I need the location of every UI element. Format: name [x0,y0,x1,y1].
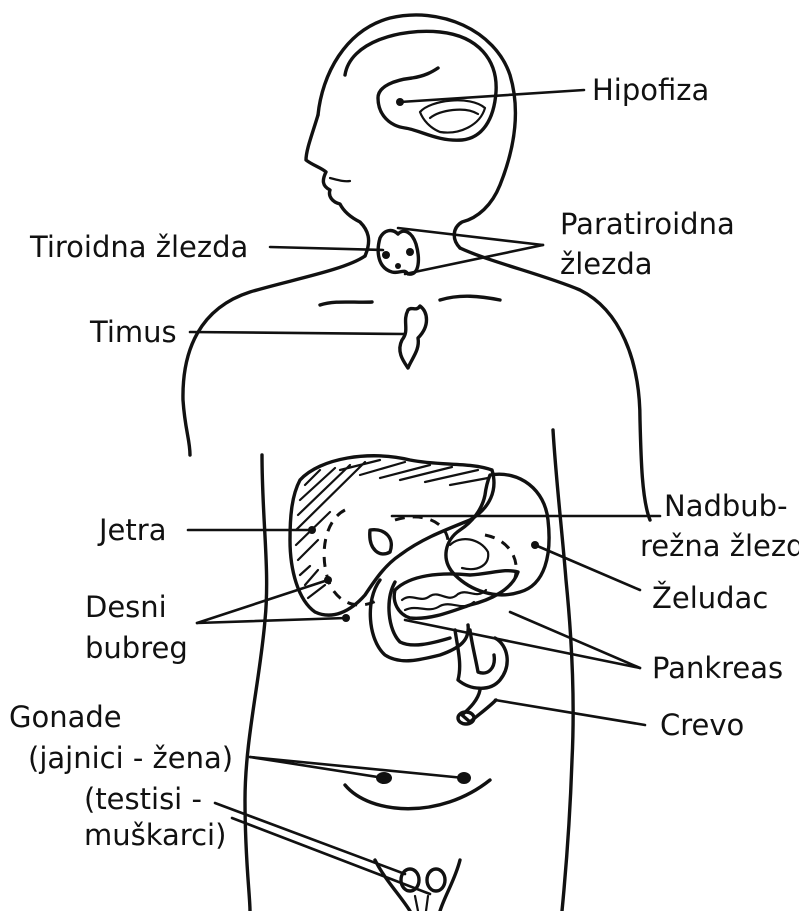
label-desni-bubreg-line2: bubreg [85,631,188,665]
thyroid-gland [378,231,418,275]
leader-tiroidna [270,247,383,250]
label-crevo: Crevo [660,708,744,742]
leader-desni-bubreg-b [197,618,346,623]
brain [345,31,496,140]
label-jetra: Jetra [97,513,166,547]
leader-desni-bubreg-a [197,580,328,623]
thymus [400,306,427,368]
label-gonade-line2: (jajnici - žena) [28,741,233,775]
leader-zeludac [535,545,640,590]
label-zeludac: Želudac [652,581,768,615]
label-desni-bubreg-line1: Desni [85,590,167,624]
leader-timus [190,332,405,334]
label-pankreas: Pankreas [652,651,783,685]
label-gonade-line1: Gonade [9,700,122,734]
leader-testisi-b [232,818,430,894]
leader-pankreas-a [510,612,640,668]
leader-pankreas-b [405,620,640,668]
label-gonade-line3: (testisi - [84,782,202,816]
leader-paratiroidna-a [398,228,543,245]
label-paratiroidna-line1: Paratiroidna [560,207,735,241]
leader-crevo [495,700,645,725]
intestine [370,580,507,724]
label-nadbubrezna-line1: Nadbub- [664,489,788,523]
leader-hipofiza [400,90,584,102]
label-tiroidna: Tiroidna žlezda [29,230,248,264]
stomach [446,474,549,595]
label-timus: Timus [89,315,177,349]
label-paratiroidna-line2: žlezda [560,247,653,281]
label-nadbubrezna-line2: režna žlezda [640,529,799,563]
label-gonade-line4: muškarci) [84,818,226,852]
label-hipofiza: Hipofiza [592,73,709,107]
body-outline [183,15,650,911]
leader-testisi-a [215,803,405,874]
